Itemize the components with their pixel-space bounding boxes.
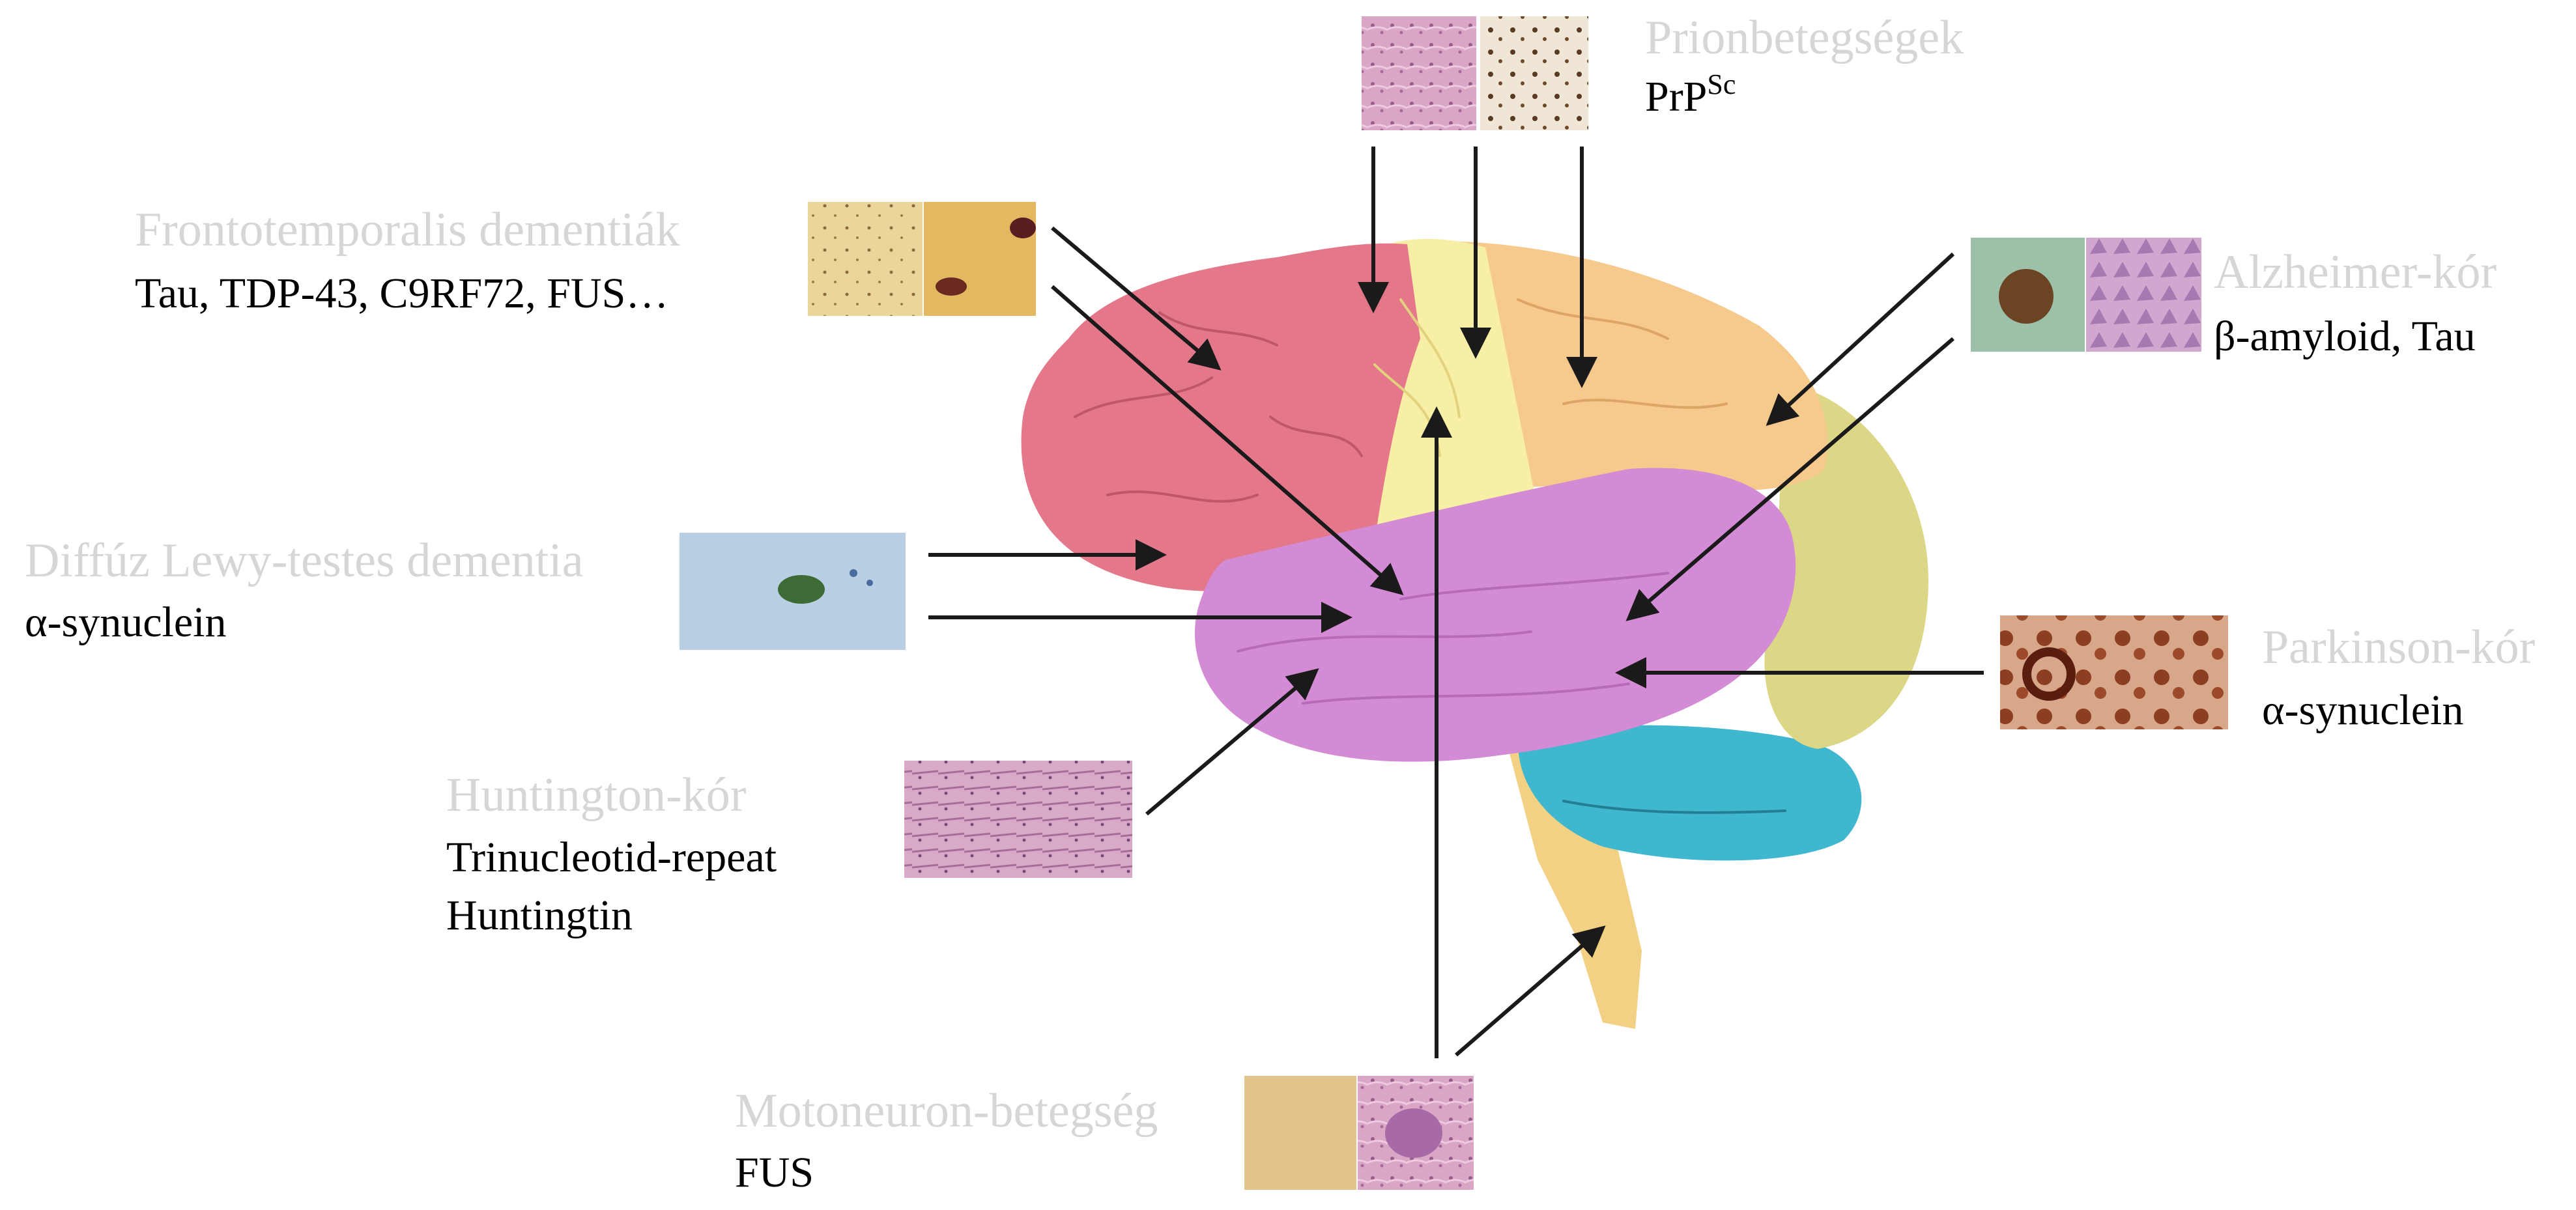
histology-prion	[1362, 16, 1588, 130]
disease-title: Frontotemporalis dementiák	[135, 203, 680, 257]
histology-image	[1244, 1076, 1356, 1190]
protein-label: FUS	[735, 1149, 814, 1196]
arrow-motoneuron-2	[1456, 928, 1603, 1055]
disease-title: Parkinson-kór	[2262, 621, 2535, 674]
protein-label: Trinucleotid-repeat	[446, 834, 777, 881]
cell-nucleus	[866, 580, 873, 586]
disease-title: Diffúz Lewy-testes dementia	[25, 534, 584, 587]
disease-title: Huntington-kór	[446, 768, 746, 822]
histology-image	[2086, 238, 2201, 352]
histology-image	[808, 202, 923, 316]
label-lewy: Diffúz Lewy-testes dementia α-synuclein	[25, 534, 584, 646]
protein-base: PrP	[1645, 73, 1707, 120]
histology-parkinson	[2000, 615, 2228, 729]
arrow-alzheimer-1	[1769, 254, 1953, 423]
histology-image	[1480, 16, 1588, 130]
label-motoneuron: Motoneuron-betegség FUS	[735, 1084, 1158, 1196]
label-ftd: Frontotemporalis dementiák Tau, TDP-43, …	[135, 203, 680, 317]
cell-nucleus	[850, 569, 857, 577]
stained-cell	[936, 277, 967, 296]
amyloid-plaque	[1999, 269, 2054, 324]
protein-label: α-synuclein	[25, 598, 227, 646]
protein-superscript: Sc	[1707, 68, 1736, 100]
disease-title: Motoneuron-betegség	[735, 1084, 1158, 1138]
label-prion: Prionbetegségek PrPSc	[1645, 11, 1964, 120]
motor-neuron	[1385, 1108, 1442, 1158]
label-huntington: Huntington-kór Trinucleotid-repeat Hunti…	[446, 768, 777, 939]
histology-ftd	[808, 202, 1036, 316]
protein-label: PrPSc	[1645, 68, 1736, 120]
histology-huntington	[904, 761, 1132, 878]
histology-image	[2000, 615, 2228, 729]
disease-title: Alzheimer-kór	[2214, 246, 2497, 299]
lewy-body	[778, 575, 825, 604]
disease-title: Prionbetegségek	[1645, 11, 1964, 64]
protein-label: Tau, TDP-43, C9RF72, FUS…	[135, 270, 668, 317]
histology-lewy	[680, 533, 906, 650]
histology-image	[1362, 16, 1476, 130]
stained-cell	[1010, 218, 1036, 238]
histology-motoneuron	[1244, 1076, 1474, 1190]
protein-label: α-synuclein	[2262, 686, 2464, 734]
protein-label: Huntingtin	[446, 892, 633, 939]
protein-label: β-amyloid, Tau	[2214, 313, 2476, 360]
histology-image	[904, 761, 1132, 878]
label-parkinson: Parkinson-kór α-synuclein	[2262, 621, 2535, 734]
label-alzheimer: Alzheimer-kór β-amyloid, Tau	[2214, 246, 2497, 360]
histology-alzheimer	[1971, 238, 2201, 352]
brain	[1022, 239, 1928, 1029]
